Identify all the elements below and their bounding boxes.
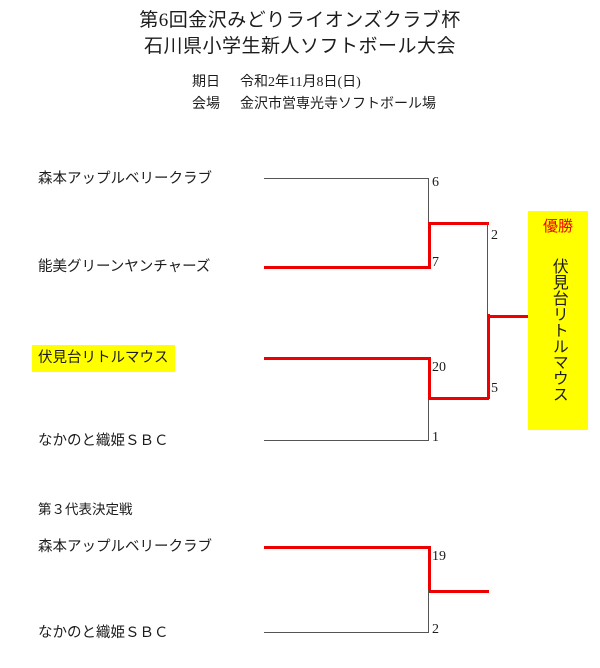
event-venue-label: 会場 — [192, 97, 220, 112]
bracket-line-sf2-top — [264, 357, 431, 360]
third-place-line-top — [264, 546, 431, 549]
score-sf1-top: 6 — [432, 175, 439, 190]
champion-box: 優勝 伏見台リトルマウス — [528, 211, 588, 430]
team-label-fushimidai-little-mouse: 伏見台リトルマウス — [32, 345, 175, 372]
event-date-row: 期日 令和2年11月8日(日) — [0, 72, 600, 94]
event-date-label: 期日 — [192, 75, 220, 90]
event-venue-row: 会場 金沢市営専光寺ソフトボール場 — [0, 94, 600, 116]
team-label-morimoto-appleberry: 森本アップルベリークラブ — [38, 171, 212, 187]
third-place-connector-bottom — [428, 590, 429, 633]
third-place-section-label: 第３代表決定戦 — [38, 502, 133, 517]
score-final-bottom: 5 — [491, 381, 498, 396]
bracket-connector-final-top — [487, 222, 488, 316]
bracket-line-sf1-advance — [428, 222, 489, 225]
event-date-value: 令和2年11月8日(日) — [240, 75, 361, 90]
third-place-connector-top — [428, 546, 431, 591]
bracket-connector-sf1-bottom — [428, 222, 431, 268]
bracket-line-sf1-top — [264, 178, 429, 179]
score-final-top: 2 — [491, 228, 498, 243]
third-place-line-advance — [428, 590, 489, 593]
bracket-connector-sf2-bottom — [428, 397, 429, 441]
third-place-team-bottom: なかのと織姫ＳＢＣ — [38, 625, 169, 641]
title-line-2: 石川県小学生新人ソフトボール大会 — [143, 36, 456, 57]
title-line-1: 第6回金沢みどりライオンズクラブ杯 — [139, 10, 461, 31]
page-title: 第6回金沢みどりライオンズクラブ杯 石川県小学生新人ソフトボール大会 — [0, 8, 600, 60]
bracket-connector-final-bottom — [487, 314, 490, 399]
third-place-score-top: 19 — [432, 549, 446, 564]
team-label-nomi-green-yanchars: 能美グリーンヤンチャーズ — [38, 259, 211, 275]
bracket-line-sf1-bottom — [264, 266, 431, 269]
score-sf2-bottom: 1 — [432, 430, 439, 445]
champion-label: 優勝 — [542, 219, 573, 235]
champion-team-name: 伏見台リトルマウス — [549, 258, 567, 402]
event-venue-value: 金沢市営専光寺ソフトボール場 — [240, 97, 436, 112]
third-place-line-bottom — [264, 632, 429, 633]
bracket-connector-sf1-top — [428, 178, 429, 223]
bracket-connector-sf2-top — [428, 357, 431, 400]
third-place-score-bottom: 2 — [432, 622, 439, 637]
bracket-line-final-advance — [487, 315, 529, 318]
event-meta: 期日 令和2年11月8日(日) 会場 金沢市営専光寺ソフトボール場 — [0, 72, 600, 116]
score-sf1-bottom: 7 — [432, 255, 439, 270]
bracket-line-sf2-bottom — [264, 440, 429, 441]
team-label-nakanoto-orihime-sbc: なかのと織姫ＳＢＣ — [38, 433, 169, 449]
score-sf2-top: 20 — [432, 360, 446, 375]
bracket-line-sf2-advance — [428, 397, 489, 400]
third-place-team-top: 森本アップルベリークラブ — [38, 539, 212, 555]
